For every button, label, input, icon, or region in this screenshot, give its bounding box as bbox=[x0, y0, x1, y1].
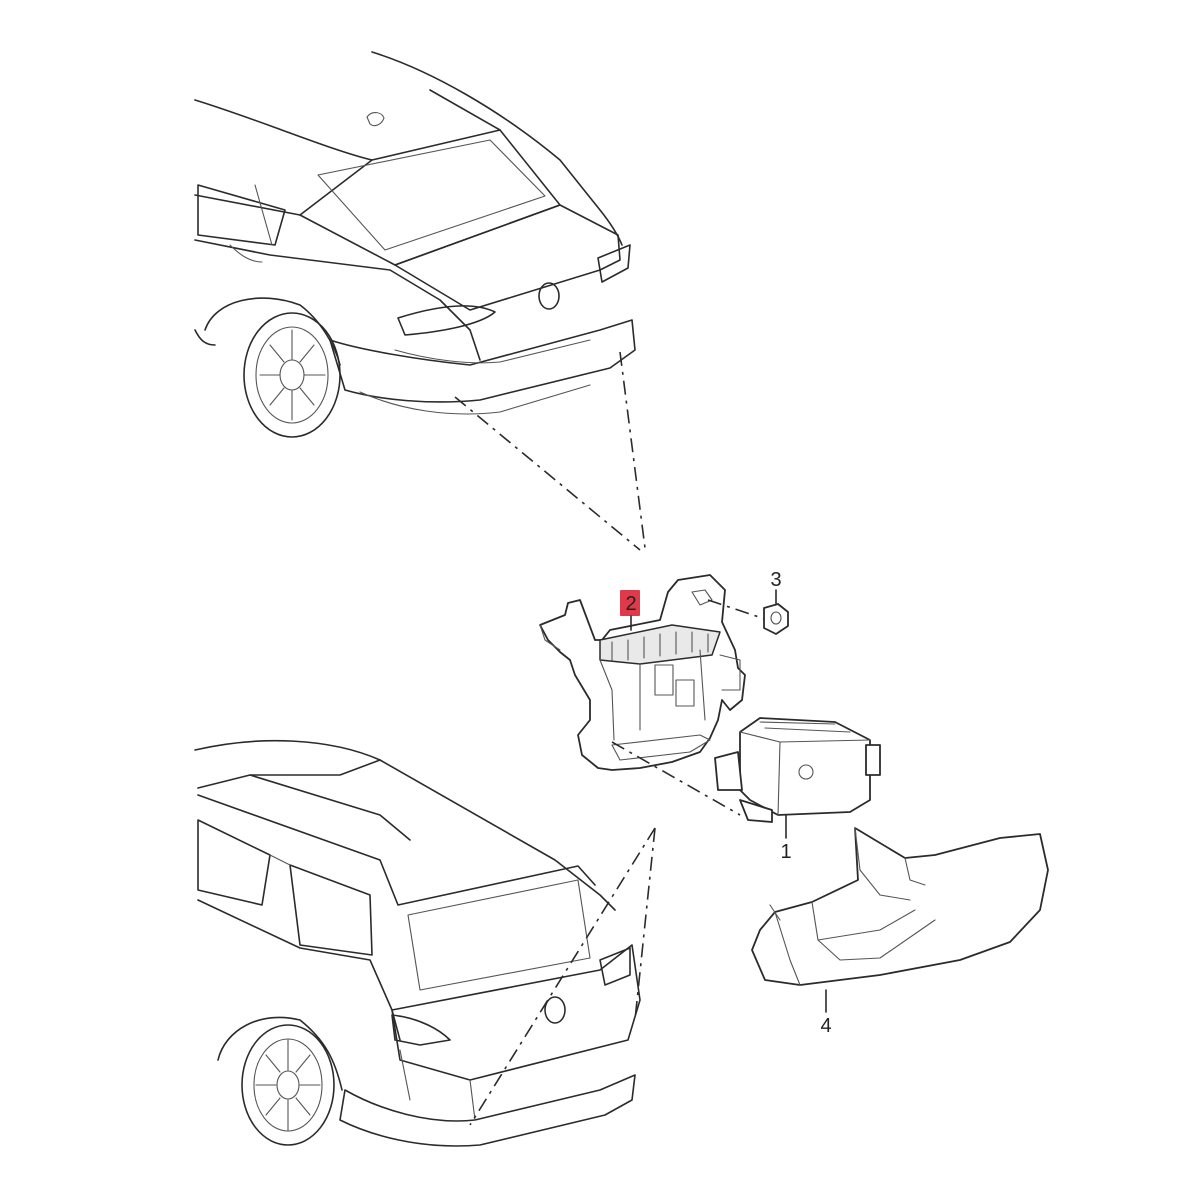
hex-nut[interactable] bbox=[763, 603, 789, 635]
callout-label-1: 1 bbox=[780, 841, 791, 863]
nut-leader bbox=[707, 599, 769, 621]
callout-label-4: 4 bbox=[820, 1015, 831, 1037]
callout-4: 4 bbox=[820, 989, 832, 1037]
bumper-cover-trim[interactable] bbox=[751, 827, 1049, 986]
callout-3: 3 bbox=[770, 569, 782, 605]
callout-label-3: 3 bbox=[770, 569, 781, 591]
callout-label-2: 2 bbox=[625, 593, 636, 615]
callout-1: 1 bbox=[780, 814, 792, 863]
estate-rear-view bbox=[194, 739, 656, 1147]
callout-highlight bbox=[620, 590, 640, 616]
radar-bracket[interactable] bbox=[539, 574, 746, 771]
sedan-rear-view bbox=[194, 51, 646, 551]
sensor-leader bbox=[611, 741, 741, 816]
callout-2: 2 bbox=[620, 590, 640, 631]
radar-sensor-module[interactable] bbox=[714, 717, 881, 823]
